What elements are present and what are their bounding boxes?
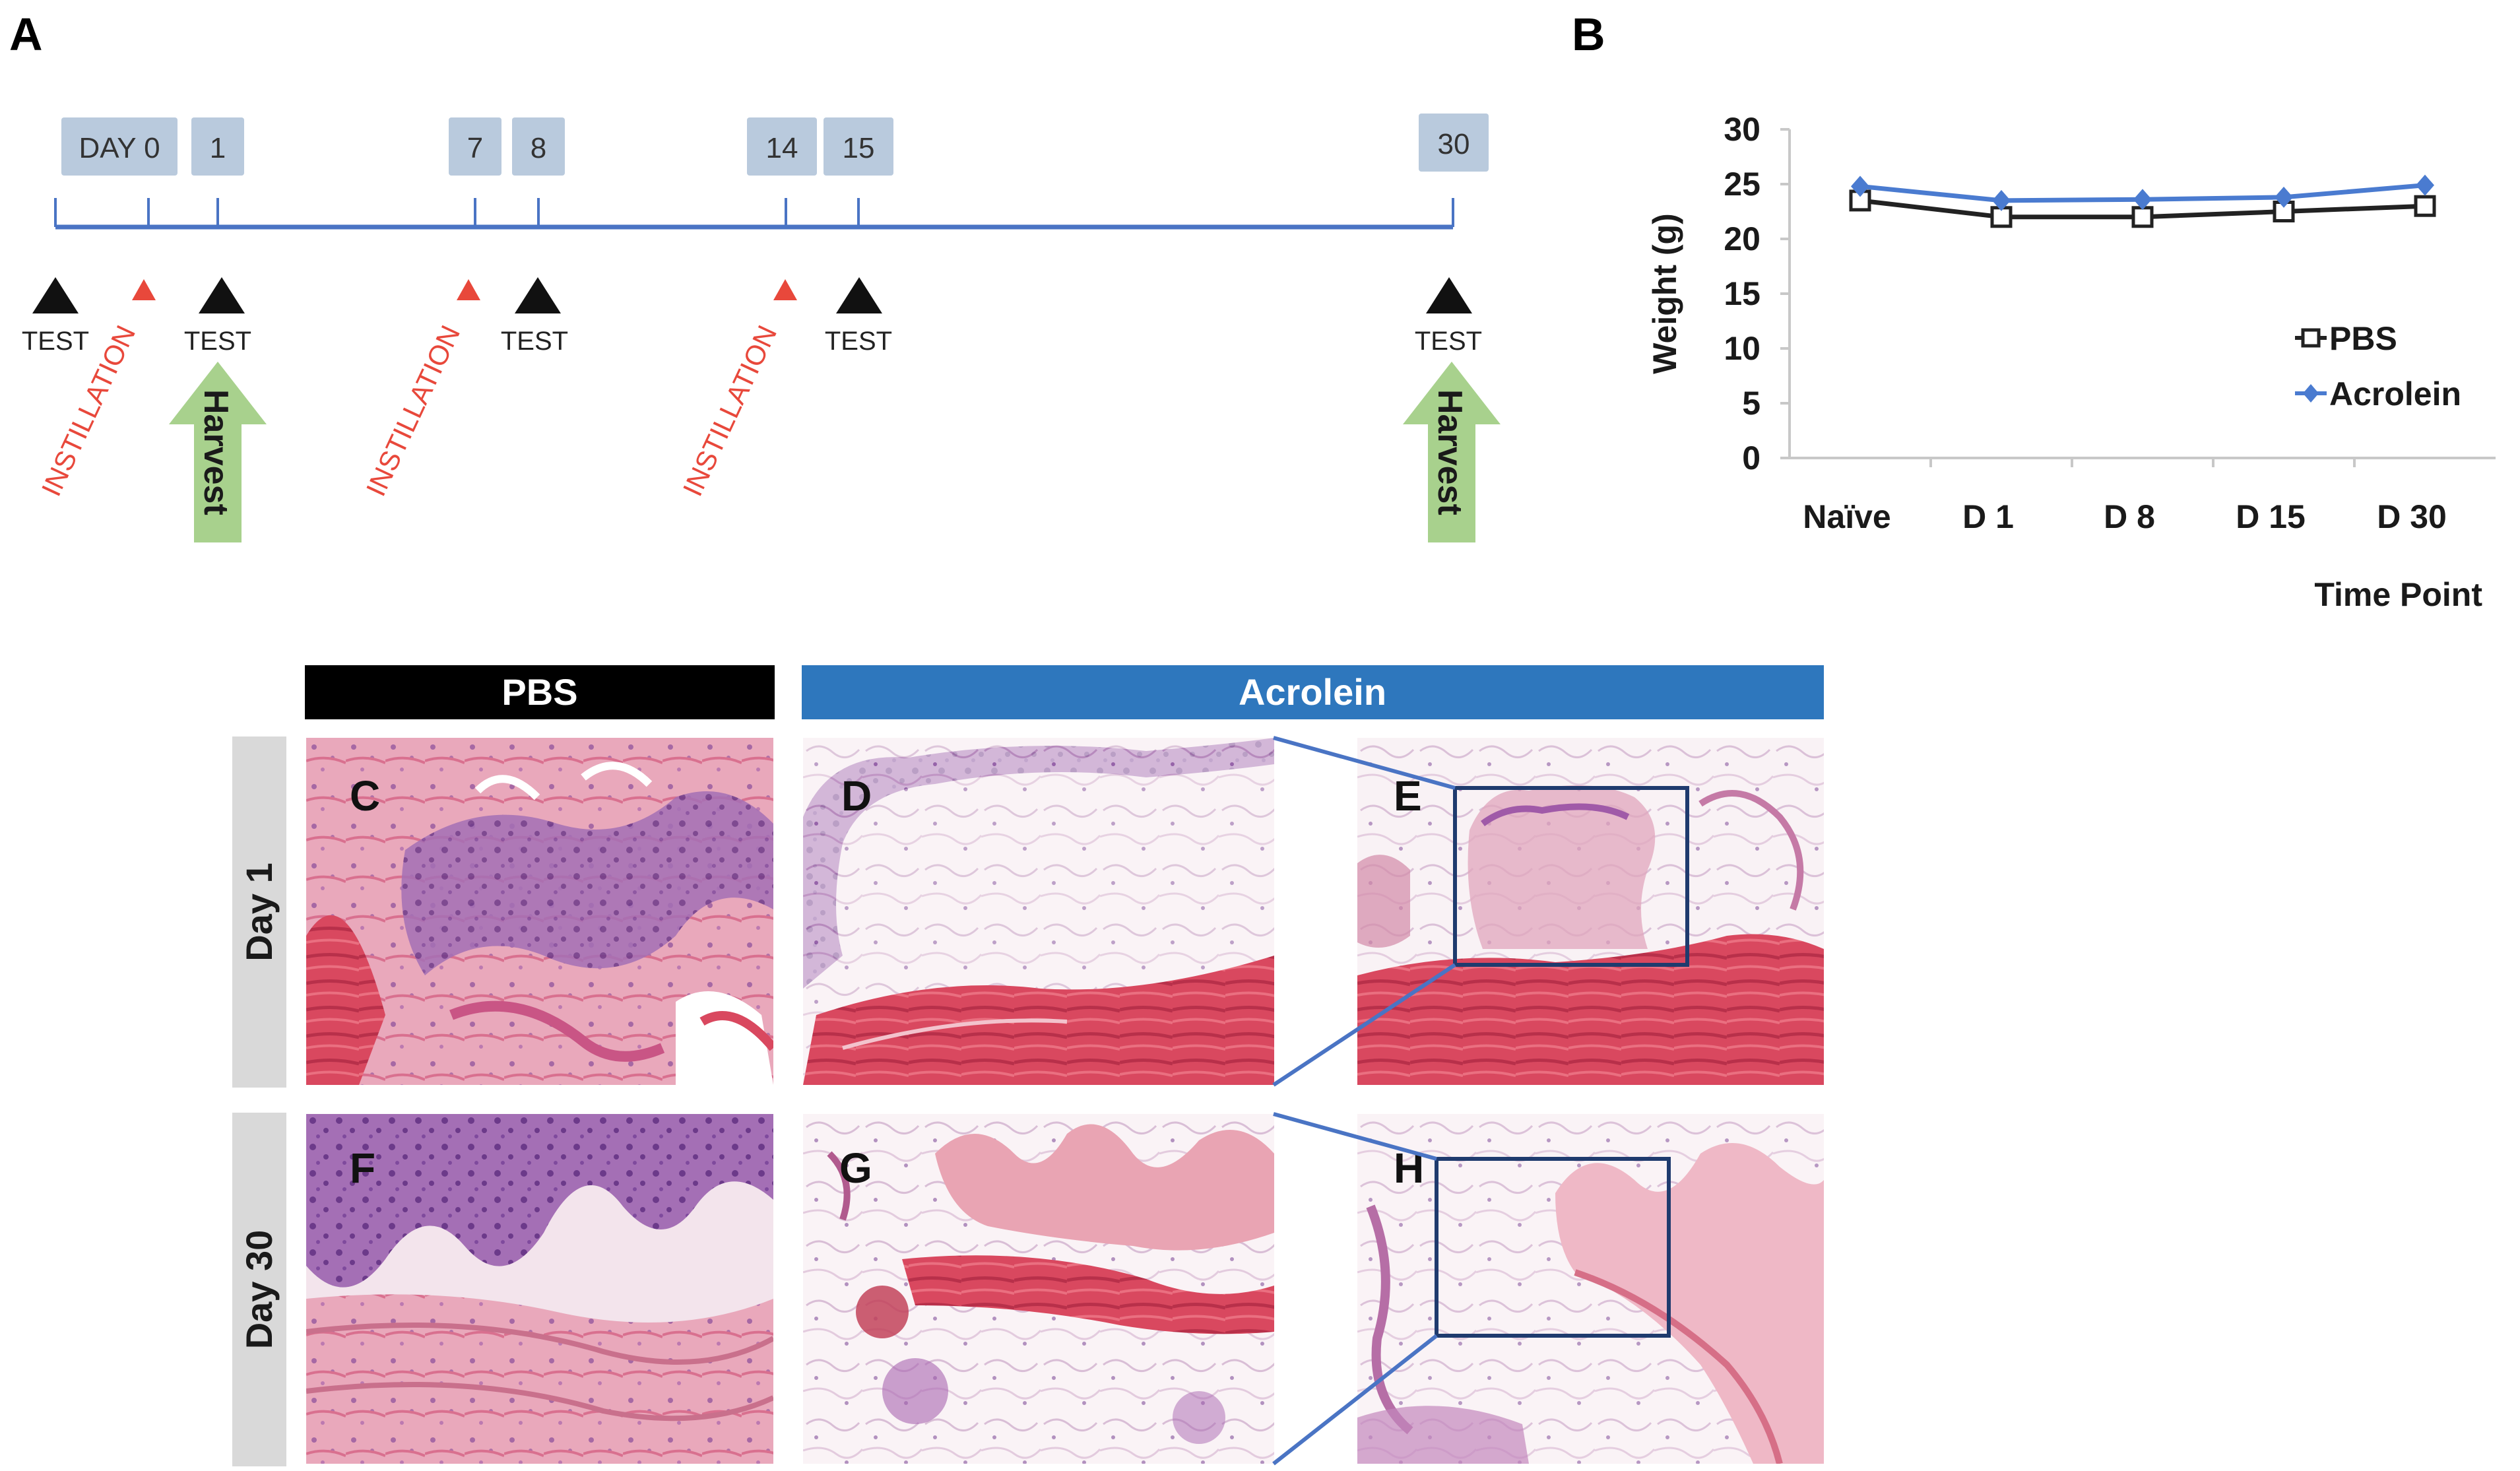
test-marker-day30: TEST [1415, 277, 1482, 356]
data-point-acrolein [2133, 189, 2152, 211]
y-axis-title: Weight (g) [1646, 213, 1683, 374]
micrograph-e: E [1357, 738, 1824, 1085]
svg-text:F: F [350, 1144, 375, 1192]
day-box-14: 14 [747, 117, 817, 176]
y-tick-label: 5 [1742, 385, 1761, 422]
acrolein-header-label: Acrolein [1239, 671, 1386, 713]
test-marker-day15: TEST [825, 277, 892, 356]
legend-marker-pbs [2301, 328, 2321, 348]
timeline-ticks [54, 198, 1454, 227]
day30-row-label-bar [232, 1113, 286, 1466]
x-tick-label: Naïve [1803, 498, 1890, 535]
svg-text:E: E [1394, 772, 1422, 820]
svg-text:INSTILLATION: INSTILLATION [360, 321, 467, 501]
svg-text:Harvest: Harvest [197, 389, 235, 515]
day-box-15: 15 [824, 117, 893, 176]
data-point-acrolein [1992, 189, 2011, 211]
data-point-acrolein [2275, 186, 2293, 208]
svg-text:8: 8 [531, 132, 546, 164]
y-tick-label: 0 [1742, 440, 1761, 476]
pbs-header-bar [305, 665, 775, 719]
y-tick-label: 25 [1724, 166, 1761, 203]
svg-text:TEST: TEST [825, 327, 892, 356]
acrolein-header-bar [802, 665, 1824, 719]
data-point-pbs [2131, 206, 2154, 228]
data-point-acrolein [1851, 176, 1869, 197]
day-box-1: 1 [191, 117, 244, 176]
micrograph-c: C [306, 738, 773, 1085]
micrograph-h: H [1357, 1114, 1824, 1464]
pbs-header-label: PBS [501, 671, 577, 713]
data-point-acrolein [2416, 174, 2434, 196]
svg-text:G: G [839, 1144, 872, 1192]
y-tick-label: 30 [1724, 111, 1761, 148]
svg-text:INSTILLATION: INSTILLATION [677, 321, 783, 501]
svg-text:15: 15 [843, 132, 875, 164]
svg-text:30: 30 [1438, 128, 1470, 160]
y-tick-label: 20 [1724, 220, 1761, 257]
svg-text:D: D [841, 772, 872, 820]
instillation-marker-day14: INSTILLATION [677, 279, 797, 501]
svg-text:TEST: TEST [22, 327, 89, 356]
y-tick-label: 15 [1724, 275, 1761, 312]
svg-text:7: 7 [467, 132, 483, 164]
test-marker-day1: TEST [184, 277, 251, 356]
x-tick-label: D 15 [2236, 498, 2306, 535]
legend-marker-acrolein [2303, 384, 2319, 403]
harvest-arrow-day1: Harvest [169, 362, 267, 542]
day-box-7: 7 [449, 117, 501, 176]
svg-text:TEST: TEST [501, 327, 568, 356]
svg-text:14: 14 [766, 132, 798, 164]
svg-text:TEST: TEST [1415, 327, 1482, 356]
svg-text:Harvest: Harvest [1431, 389, 1469, 515]
svg-text:1: 1 [210, 132, 226, 164]
day-box-30: 30 [1419, 114, 1489, 172]
zoom-connectors [1272, 736, 1456, 1466]
test-marker-day0: TEST [22, 277, 89, 356]
day1-row-label-bar [232, 736, 286, 1088]
svg-text:TEST: TEST [184, 327, 251, 356]
micrograph-d: D [803, 738, 1274, 1085]
legend-label-acrolein: Acrolein [2329, 376, 2461, 412]
micrograph-g: G [803, 1114, 1274, 1464]
x-tick-label: D 8 [2104, 498, 2155, 535]
day-box-8: 8 [512, 117, 565, 176]
test-marker-day8: TEST [501, 277, 568, 356]
micrograph-f: F [306, 1114, 773, 1464]
x-tick-label: D 30 [2377, 498, 2447, 535]
instillation-marker-day7: INSTILLATION [360, 279, 480, 501]
legend-label-pbs: PBS [2329, 320, 2397, 357]
panel-label-b: B [1572, 9, 1605, 60]
harvest-arrow-day30: Harvest [1403, 362, 1501, 542]
data-point-pbs [1990, 206, 2013, 228]
day-box-0: DAY 0 [61, 117, 178, 176]
data-point-pbs [2414, 195, 2436, 217]
svg-text:C: C [350, 772, 380, 820]
y-tick-label: 10 [1724, 330, 1761, 367]
x-tick-label: D 1 [1962, 498, 2014, 535]
panel-label-a: A [9, 9, 43, 60]
day30-row-label: Day 30 [238, 1230, 280, 1350]
svg-text:DAY 0: DAY 0 [79, 132, 160, 164]
x-axis-title: Time Point [2314, 576, 2482, 613]
day1-row-label: Day 1 [238, 863, 280, 961]
